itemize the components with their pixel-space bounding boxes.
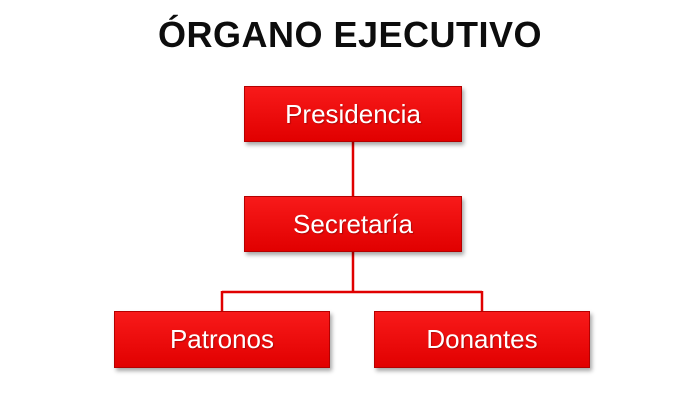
node-patronos: Patronos [114, 311, 330, 368]
node-patronos-label: Patronos [169, 324, 275, 354]
node-secretaria: Secretaría [244, 196, 462, 252]
node-secretaria-label: Secretaría [293, 208, 413, 239]
node-donantes: Donantes [374, 311, 590, 368]
chart-title: ÓRGANO EJECUTIVO [157, 14, 543, 55]
node-donantes-label: Donantes [426, 324, 538, 354]
node-presidencia: Presidencia [244, 86, 462, 142]
node-presidencia-label: Presidencia [285, 98, 421, 129]
